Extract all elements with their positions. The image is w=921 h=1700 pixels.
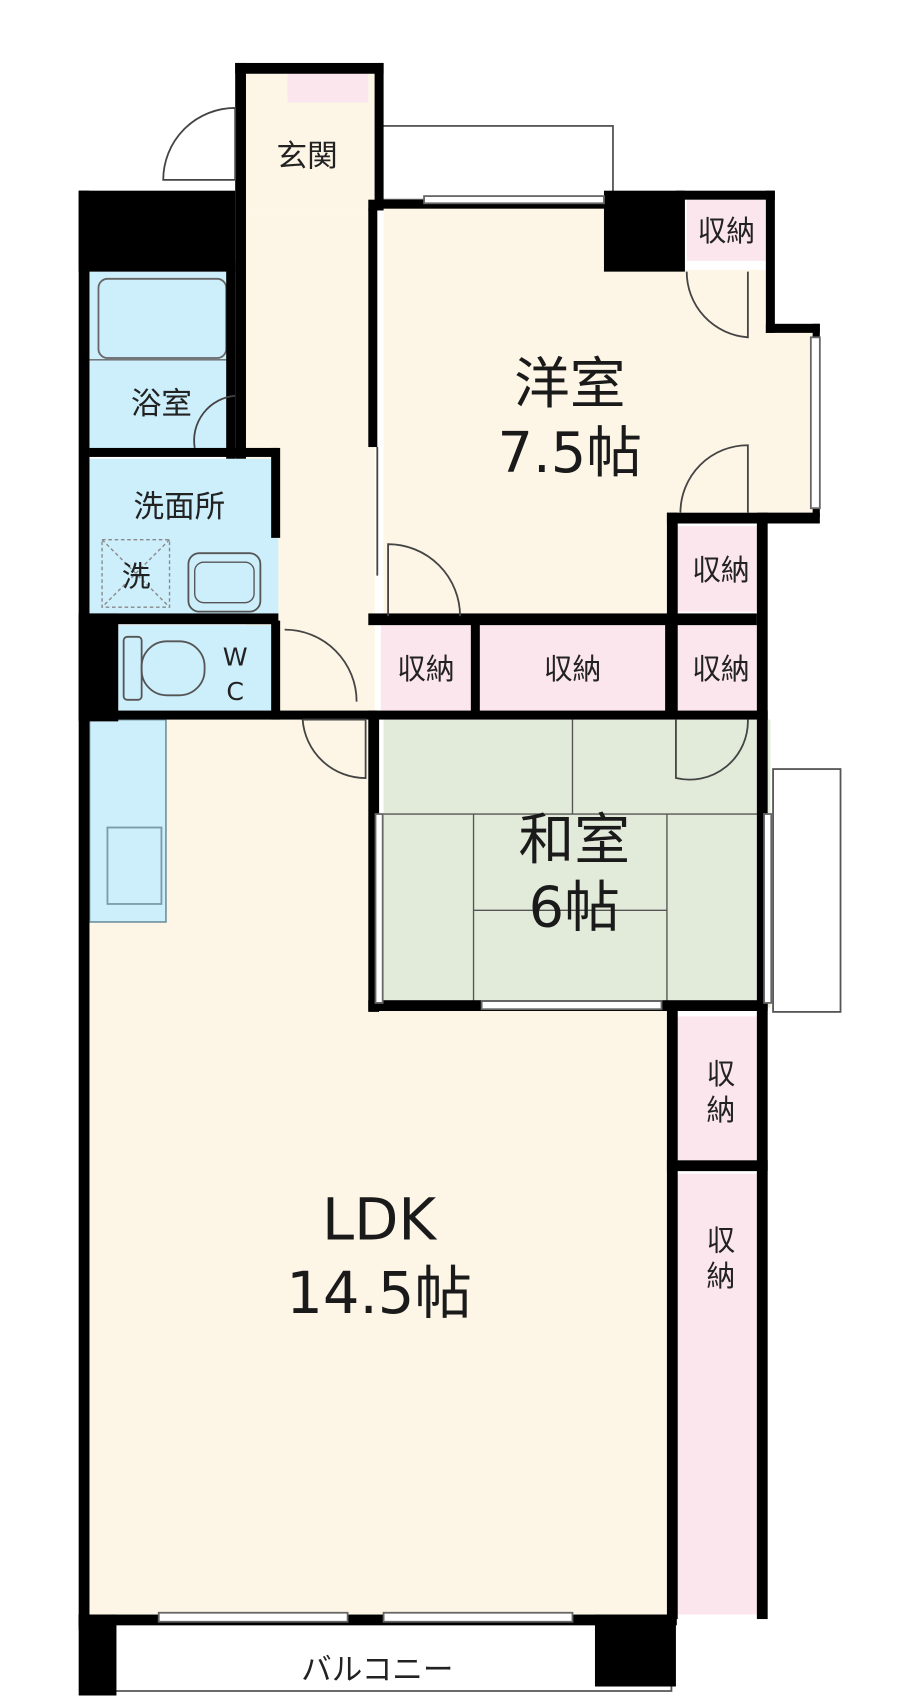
storage-fill-3 [380,625,471,711]
wc-fill [118,625,272,711]
japanese-room-size: 6帖 [529,875,620,940]
kitchen-sink [106,826,163,905]
ldk-fill [89,719,672,1615]
western-room-fill [383,199,820,621]
storage-label-6-top: 収 [707,1057,736,1091]
storage-fill-1 [686,199,766,261]
storage-fill-2 [675,526,766,612]
storage-fill-4 [479,625,666,711]
kitchen-counter [88,718,167,923]
door-swings [162,107,749,781]
ldk-name: LDK [322,1186,437,1253]
washroom-label: 洗面所 [134,490,226,525]
storage-label-7-top: 収 [707,1223,736,1257]
storage-fill-7 [675,1173,766,1615]
bath-label: 浴室 [131,387,192,422]
ldk-size: 14.5帖 [286,1260,472,1327]
storage-fill-6 [675,1016,766,1165]
washer-spot [101,539,171,608]
storage-label-3: 収納 [397,652,455,686]
windows [157,195,821,1623]
storage-label-2: 収納 [692,553,750,587]
storage-label-4: 収納 [544,652,602,686]
wc-label-w: W [223,643,248,672]
storage-label-6-bottom: 納 [707,1093,736,1127]
washbasin [187,552,262,613]
washer-label: 洗 [122,559,151,593]
storage-label-5: 収納 [692,652,750,686]
wc-label-c: C [226,677,244,706]
walls [78,62,820,1696]
balcony-label: バルコニー [301,1653,453,1688]
genkan-label: 玄関 [277,139,338,174]
western-room-size: 7.5帖 [498,421,642,486]
storage-label-1: 収納 [698,214,756,248]
genkan-step [287,73,369,103]
western-room-name: 洋室 [514,352,625,417]
toilet-bowl [140,640,206,697]
tatami-lines [383,719,771,1008]
japanese-room-name: 和室 [519,808,630,873]
tatami-fill [383,719,771,1008]
room-fills [88,73,820,1615]
storage-label-7-bottom: 納 [707,1259,736,1293]
storage-fill-5 [675,625,766,711]
